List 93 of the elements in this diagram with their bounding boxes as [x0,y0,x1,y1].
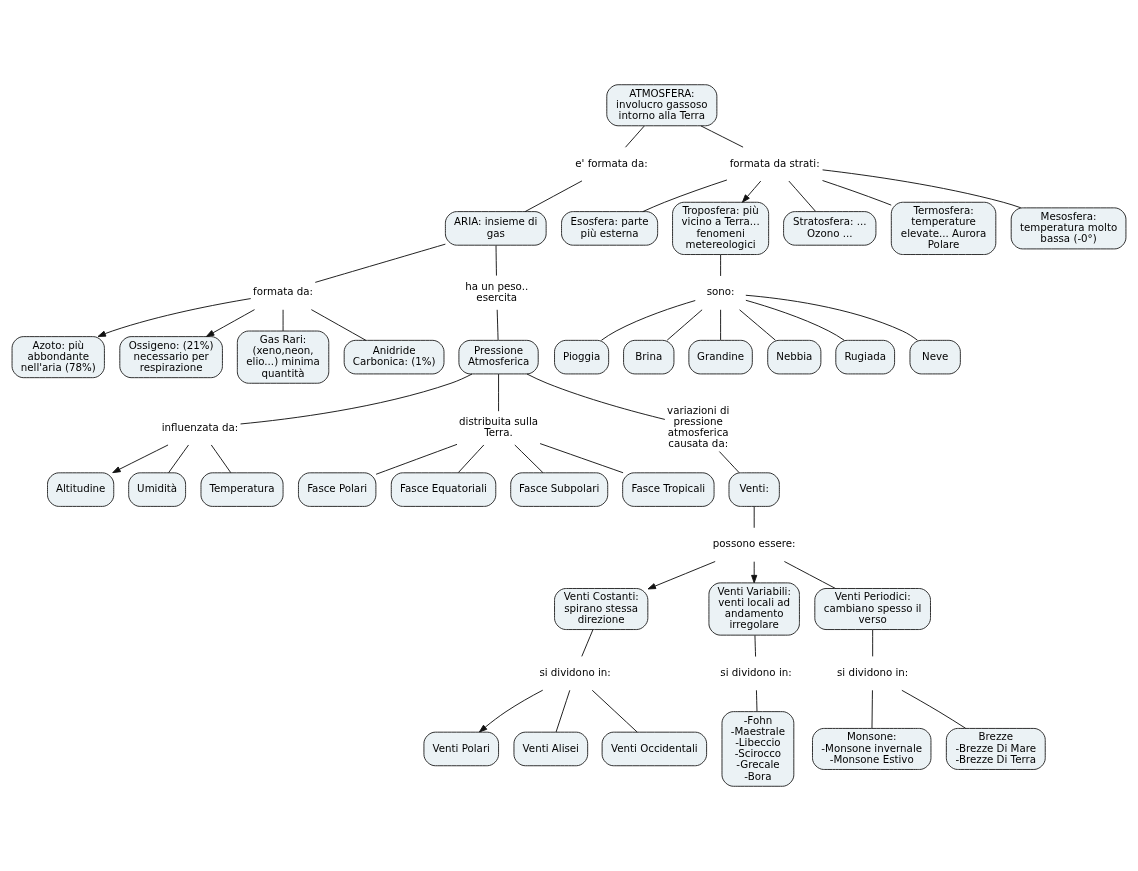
arrow [112,444,169,474]
connector [539,443,624,474]
node-box: Grandine [688,339,753,375]
node-text: ha un peso.. esercita [465,279,529,303]
arrow [205,309,255,337]
node-box: ARIA: insieme di gas [444,211,547,246]
node-text: variazioni di pressione atmosferica causata da: [667,403,730,450]
connector [666,309,703,341]
connector [720,254,722,277]
node-box: Venti Polari [423,731,500,767]
node-text: possono essere: [712,537,796,550]
connector [591,689,638,733]
node-box: Venti Periodici: cambiano spesso il verso [814,588,931,630]
node-box: Nebbia [767,339,822,375]
node-text: sono: [706,285,735,298]
connector [739,309,776,341]
node-box: Fasce Equatoriali [390,472,497,507]
connector [642,179,728,213]
connector [754,634,757,658]
node-box: Azoto: più abbondante nell'aria (78%) [11,336,105,379]
connector [822,169,1022,209]
node-box: Gas Rari: (xeno,neon, elio...) minima quantità [236,330,330,384]
arrow [742,180,762,203]
node-box: ATMOSFERA: involucro gassoso intorno alla Terra [606,84,718,127]
node-text: si dividono in: [539,666,611,678]
node-box: Temperatura [200,472,284,507]
node-box: Umidità [128,472,187,507]
connector [375,443,458,475]
connector [524,180,583,213]
node-text: distribuita sulla Terra. [459,415,539,439]
connector [526,373,666,420]
arrow [478,689,544,733]
node-box: Venti Costanti: spirano stessa direzione [554,588,649,630]
connector [495,244,497,277]
node-box: Venti Alisei [513,731,589,767]
connector [753,506,755,529]
connector [555,689,571,733]
node-box: Pioggia [554,339,610,375]
node-box: Fasce Polari [298,472,377,507]
connector [745,294,918,341]
node-box: Stratosfera: ... Ozono ... [783,211,877,246]
connector [871,689,873,729]
connector [745,299,845,341]
connector [720,309,722,341]
connector [240,373,473,425]
connector [822,180,892,206]
connector [168,444,189,474]
connector [314,243,446,283]
node-box: Mesosfera: temperatura molto bassa (-0°) [1010,207,1127,250]
node-text: e' formata da: [575,156,648,169]
node-text: si dividono in: [836,666,909,678]
node-text: formata da strati: [729,156,820,169]
node-box: Neve [909,339,961,375]
node-box: Venti Variabili: venti locali ad andamento irregolare [708,582,800,636]
node-box: Pressione Atmosferica [458,339,539,375]
connector [901,689,967,729]
node-box: Rugiada [835,339,896,375]
node-box: Brina [623,339,675,375]
connector [498,373,500,412]
node-box: Troposfera: più vicino a Terra... fenomeni metereologici [672,201,770,255]
connector [700,125,744,148]
node-box: Monsone: -Monsone invernale -Monsone Estivo [812,727,932,770]
node-text: influenzata da: [161,420,239,433]
node-box: -Fohn -Maestrale -Libeccio -Scirocco -Grecale -Bora [721,711,795,787]
connector [788,180,816,212]
connector [496,309,499,341]
node-box: Fasce Tropicali [622,472,715,507]
node-box: Venti: [728,472,780,507]
connector [872,629,874,657]
node-box: Ossigeno: (21%) necessario per respirazione [119,336,223,379]
connector [581,629,594,657]
connector [514,444,544,474]
arrow [97,298,252,337]
arrow [647,561,716,590]
node-box: Anidride Carbonica: (1%) [343,339,445,375]
connector [718,451,740,474]
node-text: si dividono in: [720,666,792,678]
connector [282,309,284,332]
connector [756,689,758,712]
node-box: Brezze -Brezze Di Mare -Brezze Di Terra [945,727,1046,770]
connector [310,309,367,341]
connector [210,444,232,474]
node-box: Esosfera: parte più esterna [561,211,659,246]
connector [600,300,696,341]
node-box: Venti Occidentali [601,731,708,767]
node-box: Altitudine [47,472,115,507]
connector [457,444,485,474]
node-box: Fasce Subpolari [510,472,609,507]
node-box: Termosfera: temperature elevate... Aurora Polare [890,201,997,255]
arrow [751,561,758,584]
connector [625,125,645,148]
node-text: formata da: [253,285,314,298]
connector [783,561,836,589]
